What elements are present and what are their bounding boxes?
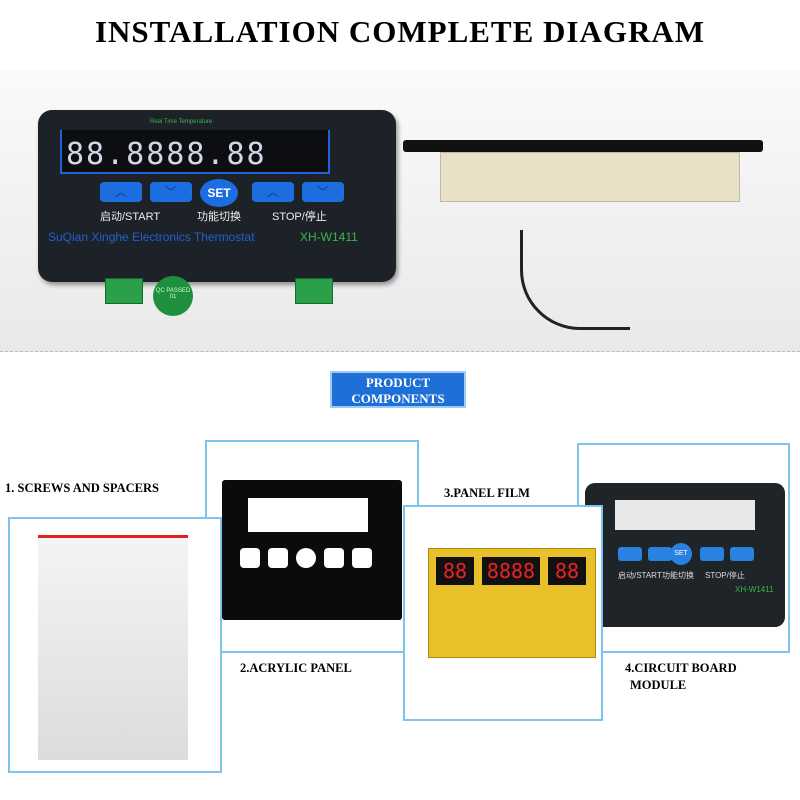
acrylic-hole bbox=[268, 548, 288, 568]
brand-text: SuQian Xinghe Electronics Thermostat bbox=[48, 230, 255, 244]
label-panel-film: 3.PANEL FILM bbox=[444, 486, 530, 500]
set-key: SET bbox=[200, 179, 238, 207]
badge-line2: COMPONENTS bbox=[351, 391, 445, 406]
led-digits: 88 bbox=[548, 557, 586, 585]
label-screws: 1. SCREWS AND SPACERS bbox=[5, 481, 159, 495]
display-header: Real Time Temperature bbox=[150, 119, 213, 125]
film-start: 启动/START bbox=[618, 571, 662, 580]
label-circuit-board: 4.CIRCUIT BOARD bbox=[625, 661, 737, 675]
down-key-icon: ﹀ bbox=[302, 182, 344, 202]
film-key-icon bbox=[648, 547, 672, 561]
display-digits: 88.8888.88 bbox=[66, 137, 267, 172]
display-frame bbox=[60, 130, 330, 174]
page-title: INSTALLATION COMPLETE DIAGRAM bbox=[94, 14, 706, 49]
film-switch: 功能切换 bbox=[662, 571, 694, 580]
side-circuit-board bbox=[440, 152, 740, 202]
acrylic-window bbox=[248, 498, 368, 532]
down-key-icon: ﹀ bbox=[150, 182, 192, 202]
acrylic-hole bbox=[296, 548, 316, 568]
product-components-badge: PRODUCT COMPONENTS bbox=[330, 371, 466, 408]
film-stop: STOP/停止 bbox=[705, 571, 745, 580]
divider bbox=[0, 351, 800, 352]
qc-sticker: QC PASSED 01 bbox=[153, 276, 193, 316]
film-set-key: SET bbox=[670, 543, 692, 565]
model-text: XH-W1411 bbox=[300, 230, 358, 244]
label-acrylic-panel: 2.ACRYLIC PANEL bbox=[240, 661, 352, 675]
terminal-block bbox=[295, 278, 333, 304]
acrylic-hole bbox=[324, 548, 344, 568]
label-circuit-board-2: MODULE bbox=[630, 678, 687, 692]
switch-label: 功能切换 bbox=[197, 211, 241, 223]
film-model: XH-W1411 bbox=[735, 585, 774, 594]
up-key-icon: ︿ bbox=[100, 182, 142, 202]
terminal-block bbox=[105, 278, 143, 304]
film-key-icon bbox=[618, 547, 642, 561]
led-digits: 8888 bbox=[482, 557, 540, 585]
film-key-icon bbox=[700, 547, 724, 561]
thermostat-side-photo bbox=[403, 140, 763, 152]
up-key-icon: ︿ bbox=[252, 182, 294, 202]
acrylic-hole bbox=[352, 548, 372, 568]
badge-line1: PRODUCT bbox=[365, 375, 431, 390]
start-label: 启动/START bbox=[100, 211, 161, 223]
led-digits: 88 bbox=[436, 557, 474, 585]
film-window bbox=[615, 500, 755, 530]
screws-bag-photo bbox=[38, 535, 188, 760]
sensor-cable bbox=[520, 230, 630, 330]
film-key-icon bbox=[730, 547, 754, 561]
stop-label: STOP/停止 bbox=[272, 211, 327, 223]
acrylic-hole bbox=[240, 548, 260, 568]
